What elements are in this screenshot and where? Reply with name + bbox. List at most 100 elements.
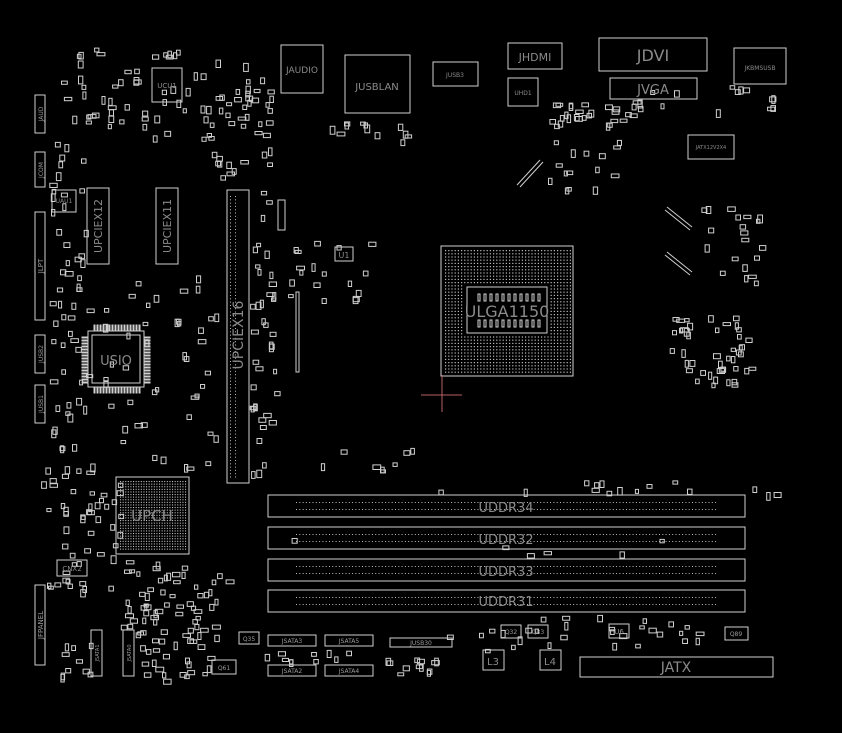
pin [509,262,511,264]
pin [451,534,453,535]
connector-jatx12v[interactable]: JATX12V2X4 [687,134,735,160]
pad [81,378,88,381]
connector-jatx[interactable]: JATX [579,656,774,678]
pin [143,538,145,540]
pin [461,320,463,322]
connector-jusb3[interactable]: JUSB3 [432,61,479,87]
pin [329,573,330,574]
pad [87,510,95,516]
slot-upciex12[interactable]: UPCIEX12 [86,187,110,265]
pin [678,566,680,567]
inductor-l3[interactable]: L3 [482,649,505,671]
chip-upch[interactable]: UPCH [115,476,190,555]
transistor-q32[interactable]: Q32 [500,624,522,639]
pin [448,269,450,271]
pin [477,566,479,567]
pin [461,266,463,268]
pad [125,560,135,565]
dimm-uddr33[interactable]: UDDR33 [267,558,746,582]
pin [512,355,514,357]
header-jcom[interactable]: JCOM [34,151,46,188]
connector-jsata0[interactable]: JSATA0 [122,629,135,677]
pin [151,548,153,550]
pad [250,384,257,391]
connector-jsata1[interactable]: JSATA1 [90,629,103,677]
connector-jsata4[interactable]: JSATA4 [324,664,374,677]
connector-jsata2[interactable]: JSATA2 [267,664,317,677]
pin [569,502,571,503]
pad [200,627,209,633]
pin [530,541,532,542]
pin [563,275,565,277]
connector-jusb30[interactable]: JUSB30 [389,637,453,648]
pad [139,591,146,597]
chip-u6[interactable]: U6 [608,623,630,639]
connector-jaudio[interactable]: JAUDIO [280,44,324,94]
chip-uau1[interactable]: UAU1 [51,189,77,213]
slot-upciex11[interactable]: UPCIEX11 [155,187,179,265]
transistor-q35[interactable]: Q35 [238,631,260,645]
connector-jkbmsusb[interactable]: JKBMSUSB [733,47,787,85]
header-jusb1[interactable]: JUSB1 [34,384,46,424]
connector-jvga[interactable]: JVGA [609,77,698,100]
pin [715,509,717,510]
chip-u1[interactable]: U1 [334,246,354,262]
connector-jsata3[interactable]: JSATA3 [267,634,317,647]
pin [437,502,439,503]
header-jlpt[interactable]: JLPT [34,211,46,321]
transistor-q89[interactable]: Q89 [724,626,749,641]
pin [503,604,505,605]
pin [489,362,491,364]
pin [705,604,707,605]
pin [166,496,168,498]
dimm-uddr31[interactable]: UDDR31 [267,589,746,613]
pin [520,566,522,567]
pin [461,346,463,348]
pin [715,597,717,598]
pin [454,339,456,341]
pin [533,509,535,510]
transistor-q83[interactable]: Q83 [527,624,549,639]
dimm-uddr34[interactable]: UDDR34 [267,494,746,518]
pin [512,358,514,360]
pin [563,371,565,373]
chip-uhd1[interactable]: UHD1 [507,77,539,107]
pin [493,339,495,341]
pin [502,282,504,284]
pin [345,534,347,535]
connector-jusblan[interactable]: JUSBLAN [344,54,411,114]
slot-upciex16[interactable]: UPCIEX16 [226,189,250,484]
chip-ucu1[interactable]: UCU1 [151,67,183,103]
connector-jdvi[interactable]: JDVI [598,37,708,72]
crystal-cnx2[interactable]: CNX2 [56,559,88,577]
pin [528,269,530,271]
connector-jhdmi[interactable]: JHDMI [507,42,563,70]
pin [153,494,155,496]
pad [584,480,590,487]
header-jusb2[interactable]: JUSB2 [34,334,46,374]
pin [553,294,555,296]
pin [528,250,530,252]
pad [120,387,123,394]
inductor-l4[interactable]: L4 [539,649,562,671]
dimm-uddr32[interactable]: UDDR32 [267,526,746,550]
pin [125,527,127,529]
pin [148,494,150,496]
chip-usio[interactable]: USIO [81,324,151,394]
pin [135,530,137,532]
socket-ulga1150[interactable]: ULGA1150 [440,245,574,377]
pin [424,509,426,510]
transistor-q61[interactable]: Q61 [211,659,237,675]
pin [480,368,482,370]
header-jaud[interactable]: JAUD [34,94,46,134]
pin [520,502,522,503]
connector-jsata5[interactable]: JSATA5 [324,634,374,647]
label-uddr34: UDDR34 [478,501,533,516]
header-jfpanel[interactable]: JFPANEL [34,584,46,666]
pin [639,597,641,598]
pad [619,551,625,559]
pin [563,352,565,354]
pin [451,294,453,296]
pad [743,87,751,94]
pin [546,597,548,598]
